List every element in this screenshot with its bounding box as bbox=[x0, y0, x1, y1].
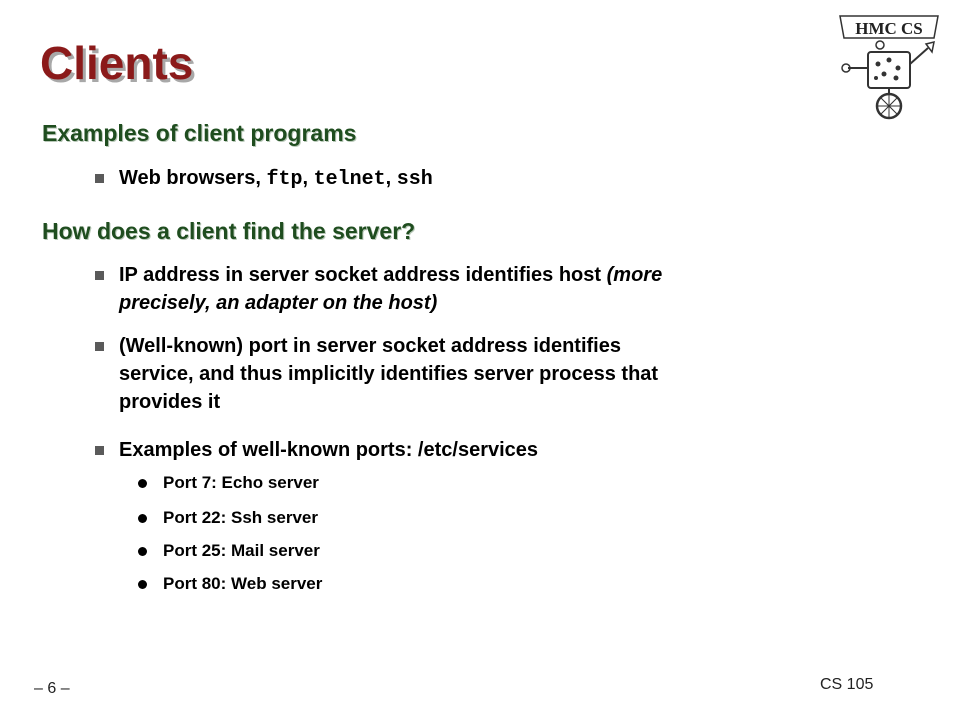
bullet-ip-address: IP address in server socket address iden… bbox=[95, 261, 895, 317]
course-label: CS 105 bbox=[820, 676, 874, 693]
hmc-cs-logo: HMC CS bbox=[839, 15, 939, 120]
round-bullet-icon bbox=[138, 547, 147, 556]
code-ssh: ssh bbox=[396, 168, 433, 191]
bullet-text: IP address in server socket address iden… bbox=[119, 264, 607, 286]
port-text: Port 22: Ssh server bbox=[163, 508, 318, 527]
port-text: Port 7: Echo server bbox=[163, 473, 319, 492]
logo-text: HMC CS bbox=[855, 19, 923, 38]
port-item: Port 22: Ssh server bbox=[138, 507, 318, 529]
bullet-text: Web browsers, bbox=[119, 167, 267, 189]
heading-client-examples: Examples of client programs bbox=[42, 120, 357, 146]
bullet-text: (Well-known) port in server socket addre… bbox=[119, 335, 621, 357]
port-item: Port 7: Echo server bbox=[138, 472, 319, 494]
bullet-client-programs: Web browsers, ftp, telnet, ssh bbox=[95, 164, 895, 194]
bullet-well-known-port: (Well-known) port in server socket addre… bbox=[95, 332, 895, 416]
port-item: Port 25: Mail server bbox=[138, 540, 320, 562]
bullet-well-known-ports-examples: Examples of well-known ports: /etc/servi… bbox=[95, 436, 895, 464]
port-text: Port 80: Web server bbox=[163, 574, 323, 593]
bullet-text: Examples of well-known ports: /etc/servi… bbox=[119, 439, 539, 461]
code-ftp: ftp bbox=[266, 168, 303, 191]
bullet-text-italic: (more bbox=[606, 264, 663, 286]
round-bullet-icon bbox=[138, 580, 147, 589]
page-number: – 6 – bbox=[34, 680, 70, 697]
code-telnet: telnet bbox=[313, 168, 386, 191]
port-text: Port 25: Mail server bbox=[163, 541, 320, 560]
port-item: Port 80: Web server bbox=[138, 573, 322, 595]
round-bullet-icon bbox=[138, 479, 147, 488]
heading-find-server: How does a client find the server? bbox=[42, 218, 416, 244]
square-bullet-icon bbox=[95, 446, 104, 455]
bullet-text: service, and thus implicitly identifies … bbox=[119, 363, 659, 385]
separator: , bbox=[385, 167, 397, 189]
separator: , bbox=[302, 167, 314, 189]
bullet-text-italic: precisely, an adapter on the host) bbox=[119, 292, 438, 314]
bullet-text: provides it bbox=[119, 391, 221, 413]
square-bullet-icon bbox=[95, 174, 104, 183]
square-bullet-icon bbox=[95, 271, 104, 280]
round-bullet-icon bbox=[138, 514, 147, 523]
square-bullet-icon bbox=[95, 342, 104, 351]
slide-title: Clients bbox=[40, 37, 194, 89]
